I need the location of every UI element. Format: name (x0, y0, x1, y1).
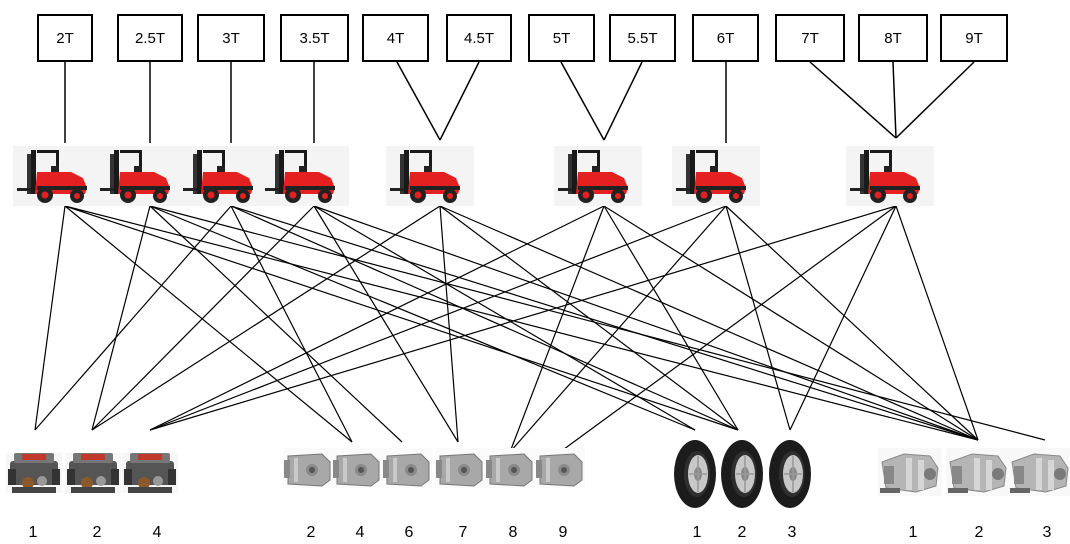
forklift-icon-4t-4-5t (386, 146, 474, 206)
component-connectors (34, 205, 1046, 453)
engine-label-2: 2 (92, 524, 102, 541)
tire-icon-3 (768, 439, 812, 509)
forklift-icon-2t (13, 146, 101, 206)
forklift-icon-3-5t (261, 146, 349, 206)
capacity-box-8t: 8T (858, 14, 928, 62)
forklift-icon-3t (179, 146, 267, 206)
hydraulic-pump-icon-4 (331, 447, 383, 489)
transmission-icon-3 (1007, 447, 1070, 497)
hydraulic-pump-icon-2 (282, 447, 334, 489)
transmission-icon-1 (877, 447, 943, 497)
forklift-icon-2-5t (96, 146, 184, 206)
capacity-box-2t: 2T (37, 14, 93, 62)
forklift-icon-6t (672, 146, 760, 206)
engine-icon-1 (6, 453, 62, 493)
transmission-label-2: 2 (974, 524, 984, 541)
capacity-box-6t: 6T (692, 14, 759, 62)
capacity-connectors (64, 61, 975, 143)
hydraulic-pump-icon-6 (381, 447, 433, 489)
tire-icon-2 (720, 439, 764, 509)
capacity-box-7t: 7T (775, 14, 845, 62)
capacity-box-9t: 9T (940, 14, 1008, 62)
pump-label-2: 2 (306, 524, 316, 541)
capacity-box-4-5t: 4.5T (446, 14, 512, 62)
tire-label-3: 3 (787, 524, 797, 541)
pump-label-9: 9 (558, 524, 568, 541)
pump-label-8: 8 (508, 524, 518, 541)
pump-label-7: 7 (458, 524, 468, 541)
engine-icon-4 (122, 453, 178, 493)
hydraulic-pump-icon-9 (534, 447, 586, 489)
tire-label-2: 2 (737, 524, 747, 541)
transmission-icon-2 (945, 447, 1011, 497)
capacity-box-2-5t: 2.5T (117, 14, 183, 62)
transmission-label-3: 3 (1042, 524, 1052, 541)
forklift-icon-7t-9t (846, 146, 934, 206)
tire-icon-1 (673, 439, 717, 509)
engine-label-1: 1 (28, 524, 38, 541)
tire-label-1: 1 (692, 524, 702, 541)
hydraulic-pump-icon-7 (434, 447, 486, 489)
transmission-label-1: 1 (908, 524, 918, 541)
forklift-icon-5t-5-5t (554, 146, 642, 206)
capacity-box-3t: 3T (197, 14, 265, 62)
pump-label-4: 4 (355, 524, 365, 541)
pump-label-6: 6 (404, 524, 414, 541)
capacity-box-5-5t: 5.5T (609, 14, 676, 62)
engine-icon-2 (65, 453, 121, 493)
engine-label-4: 4 (152, 524, 162, 541)
capacity-box-3-5t: 3.5T (280, 14, 349, 62)
capacity-box-5t: 5T (528, 14, 595, 62)
hydraulic-pump-icon-8 (484, 447, 536, 489)
capacity-box-4t: 4T (362, 14, 429, 62)
